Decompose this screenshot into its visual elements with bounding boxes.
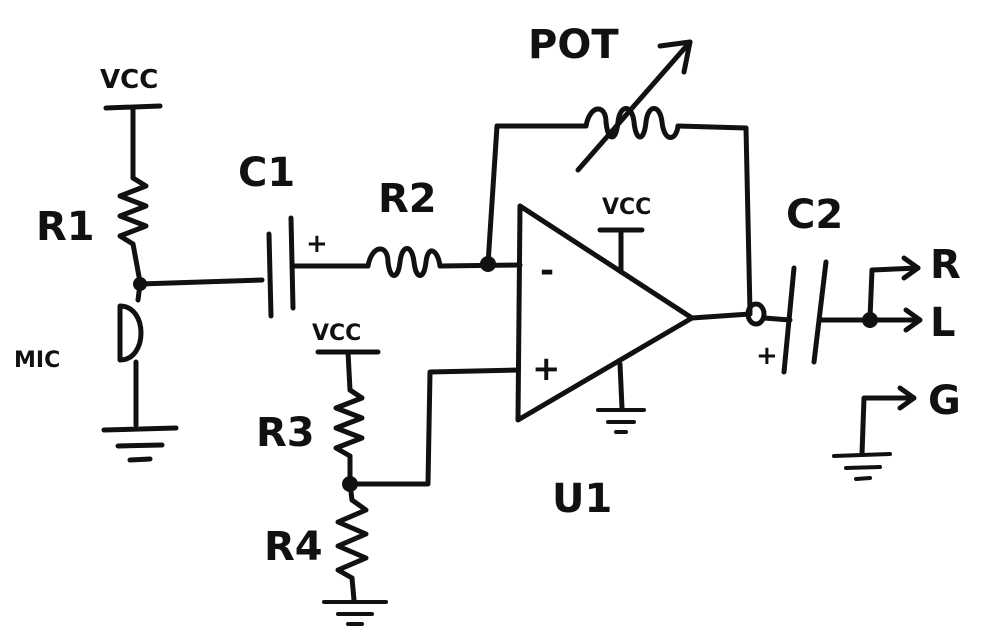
r2-label: R2: [378, 176, 437, 222]
vcc-label-r1: VCC: [100, 65, 158, 95]
r1-label: R1: [36, 204, 95, 250]
output-l-label: L: [930, 300, 956, 346]
ground-symbol-r4: [322, 600, 388, 626]
resistor-r3: [333, 387, 365, 459]
potentiometer-pot: [583, 106, 681, 140]
u1-label: U1: [552, 476, 612, 522]
junction-output: [745, 301, 767, 327]
opamp-u1: [515, 203, 695, 423]
output-g-label: G: [928, 378, 961, 424]
r3-label: R3: [256, 410, 315, 456]
wire-r1-node: [130, 241, 143, 285]
wire-r2-inverting: [437, 262, 523, 269]
pot-arrow-icon: [575, 39, 693, 173]
ground-symbol-mic: [101, 425, 179, 463]
mic-label: MIC: [14, 348, 60, 373]
wire-feedback-left: [485, 123, 500, 267]
c1-label: C1: [238, 150, 295, 196]
wire-feedback-top-right: [675, 123, 749, 131]
wire-vcc-r3: [345, 349, 353, 393]
output-arrow-l: [867, 307, 923, 333]
ground-symbol-u1: [596, 408, 646, 434]
wire-feedback-right: [743, 125, 753, 315]
wire-bias-to-plus: [347, 367, 521, 487]
wire-output-c2: [761, 315, 793, 323]
resistor-r1: [117, 175, 149, 247]
output-arrow-r: [867, 255, 921, 321]
output-r-label: R: [930, 242, 961, 288]
output-arrow-g: [859, 385, 917, 457]
vcc-label-r3: VCC: [312, 321, 361, 346]
wire-opamp-output: [689, 311, 753, 321]
wire-u1-gnd: [617, 361, 625, 411]
vcc-label-u1: VCC: [602, 195, 651, 220]
wire-node-c1: [137, 277, 265, 287]
resistor-r2: [365, 246, 443, 278]
c2-plus-label: +: [756, 341, 778, 371]
microphone-mic: [117, 303, 144, 363]
ground-symbol-output: [832, 452, 892, 481]
capacitor-c1: [266, 215, 296, 319]
opamp-minus-label: -: [540, 251, 554, 291]
wire-node-mic: [135, 281, 143, 303]
resistor-r4: [335, 497, 369, 581]
wire-node-r4: [347, 481, 355, 503]
capacitor-c2: [781, 259, 829, 375]
c2-label: C2: [786, 192, 843, 238]
r4-label: R4: [264, 524, 323, 570]
pot-label: POT: [528, 22, 619, 68]
opamp-plus-label: +: [532, 349, 561, 389]
wire-r4-gnd: [349, 575, 357, 603]
c1-plus-label: +: [306, 229, 328, 259]
